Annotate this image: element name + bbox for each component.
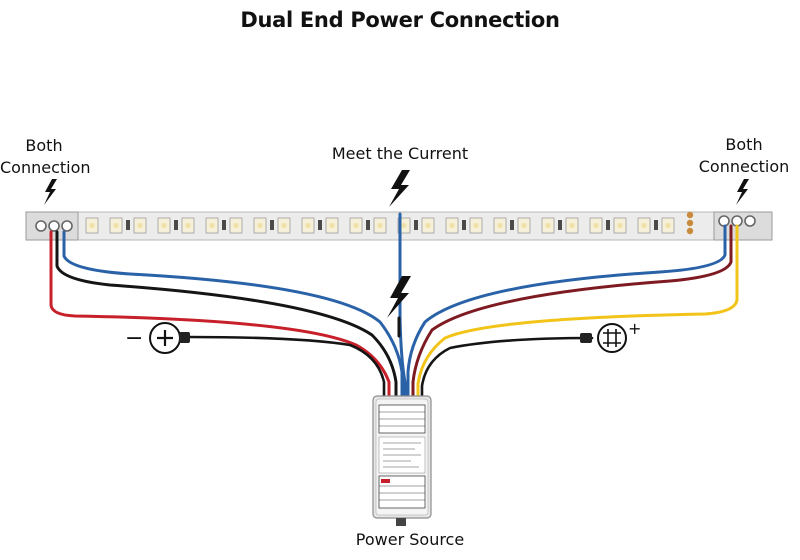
left-connection-label-line2: Connection <box>0 158 91 177</box>
led-emitter <box>593 222 599 229</box>
right-yellow-wire <box>416 224 739 402</box>
left-blue-wire <box>62 230 404 400</box>
center-label: Meet the Current <box>331 144 469 163</box>
led-emitter <box>281 222 287 229</box>
led-emitter <box>521 222 527 229</box>
right-darkred-wire <box>411 224 733 402</box>
led-emitter <box>113 222 119 229</box>
led-emitter <box>641 222 647 229</box>
negative-sign: − <box>125 326 143 351</box>
positive-plug-icon <box>597 323 627 353</box>
led-emitter <box>377 222 383 229</box>
right-connection-label: Both Connection <box>696 134 792 178</box>
led-emitter <box>425 222 431 229</box>
diagram-title: Dual End Power Connection <box>240 8 560 32</box>
resistor-mark <box>462 220 466 230</box>
solder-pads <box>686 211 694 235</box>
led-emitter <box>257 222 263 229</box>
led-chips <box>85 217 675 234</box>
right-lightning-icon <box>736 179 749 205</box>
power-source-label: Power Source <box>355 530 465 549</box>
led-emitter <box>185 222 191 229</box>
positive-plug: + <box>580 319 641 353</box>
led-emitter <box>233 222 239 229</box>
led-emitter <box>449 222 455 229</box>
led-emitter <box>137 222 143 229</box>
resistor-mark <box>558 220 562 230</box>
negative-plug: − <box>125 322 190 354</box>
left-terminals <box>35 220 73 232</box>
left-connection-label: Both Connection <box>0 135 91 179</box>
resistor-mark <box>222 220 226 230</box>
wires <box>49 212 739 406</box>
resistor-mark <box>270 220 274 230</box>
resistor-mark <box>606 220 610 230</box>
middle-lightning-icon <box>387 276 411 318</box>
resistor-mark <box>126 220 130 230</box>
negative-input-wire <box>186 335 386 402</box>
led-emitter <box>89 222 95 229</box>
power-supply-unit <box>372 395 432 526</box>
resistor-mark <box>654 220 658 230</box>
led-emitter <box>545 222 551 229</box>
right-connection-label-line1: Both <box>725 135 763 154</box>
led-emitter <box>401 222 407 229</box>
resistor-mark <box>510 220 514 230</box>
led-emitter <box>209 222 215 229</box>
right-connection-label-line2: Connection <box>698 157 790 176</box>
led-emitter <box>665 222 671 229</box>
led-emitter <box>305 222 311 229</box>
left-lightning-icon <box>44 179 57 205</box>
resistor-mark <box>414 220 418 230</box>
left-red-wire <box>49 230 391 402</box>
center-lightning-icon <box>389 170 410 207</box>
left-connection-label-line1: Both <box>25 136 63 155</box>
led-emitter <box>569 222 575 229</box>
positive-sign: + <box>628 319 641 338</box>
right-blue-wire <box>406 224 727 400</box>
led-emitter <box>497 222 503 229</box>
resistor-mark <box>318 220 322 230</box>
resistor-mark <box>174 220 178 230</box>
led-emitter <box>617 222 623 229</box>
led-emitter <box>329 222 335 229</box>
led-emitter <box>353 222 359 229</box>
resistor-mark <box>366 220 370 230</box>
led-emitter <box>161 222 167 229</box>
positive-input-wire <box>420 336 594 402</box>
left-black-wire <box>55 230 398 402</box>
led-emitter <box>473 222 479 229</box>
